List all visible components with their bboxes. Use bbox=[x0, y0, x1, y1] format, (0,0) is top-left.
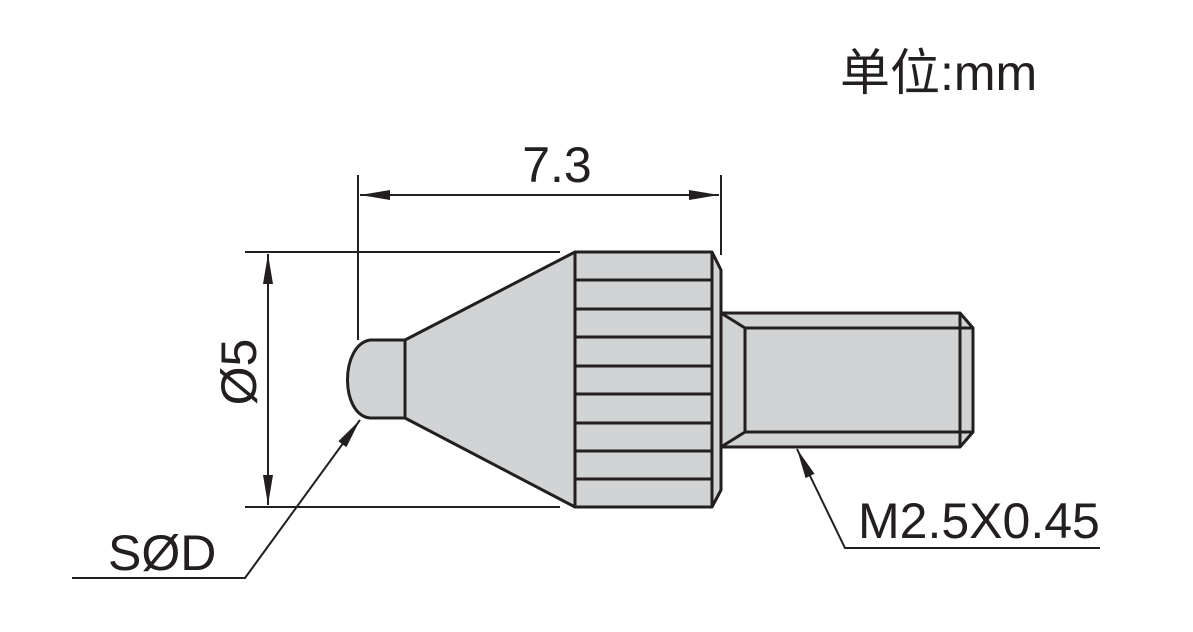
cone bbox=[403, 250, 577, 509]
knurl-lines bbox=[575, 278, 712, 481]
ball-tip bbox=[346, 338, 407, 420]
thread-label: M2.5X0.45 bbox=[858, 493, 1100, 549]
unit-label: 单位:mm bbox=[840, 45, 1037, 101]
thread-leader bbox=[796, 448, 1100, 549]
threaded-shaft bbox=[719, 311, 975, 449]
knurled-body bbox=[573, 250, 723, 509]
tip-label: SØD bbox=[108, 525, 216, 581]
length-label: 7.3 bbox=[522, 137, 592, 193]
tip-leader bbox=[72, 419, 361, 579]
diameter-label: Ø5 bbox=[211, 339, 267, 406]
